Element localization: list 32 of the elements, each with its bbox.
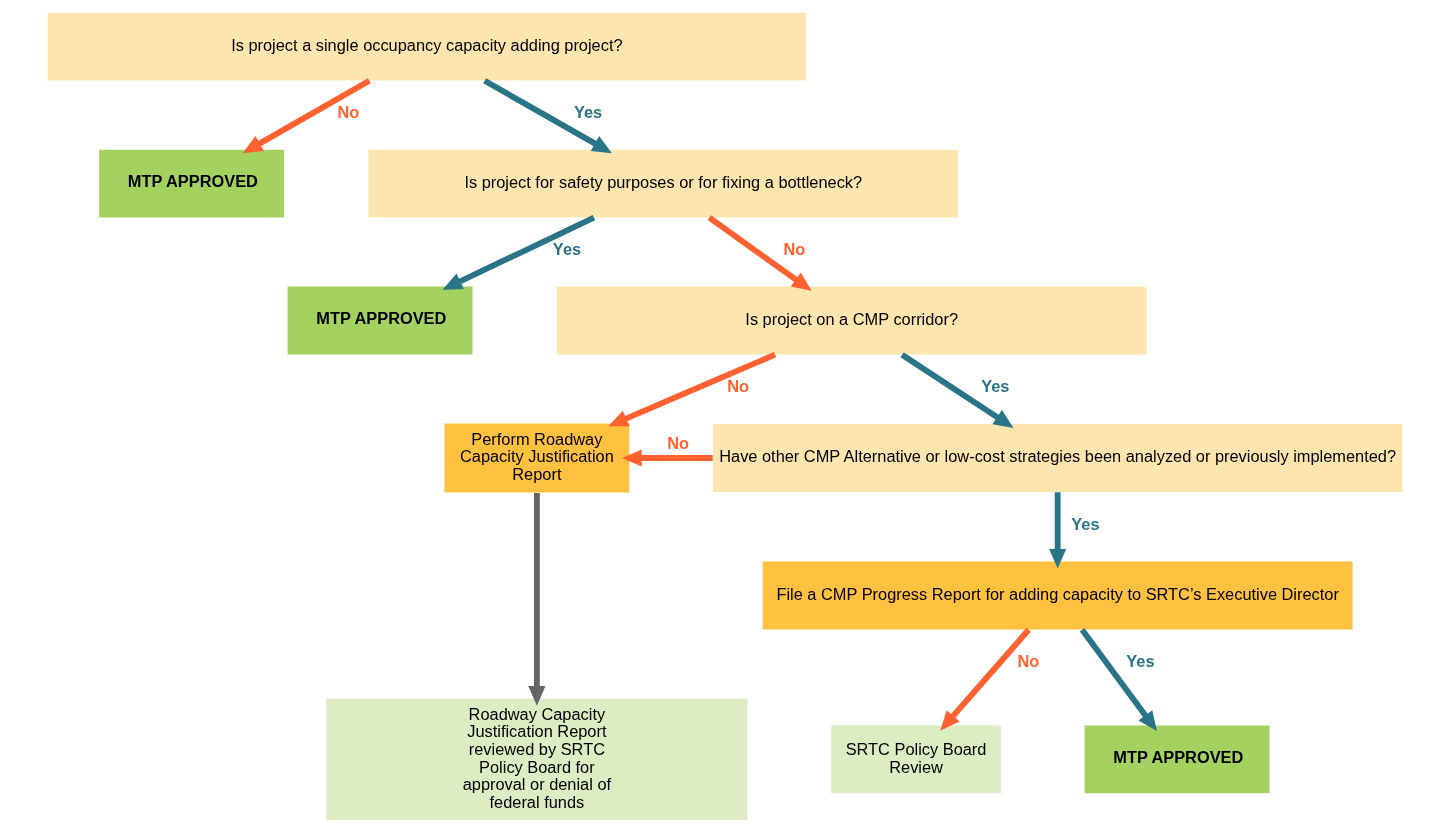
arrow xyxy=(242,78,371,154)
node-box: SRTC Policy Board Review xyxy=(831,725,1001,794)
arrow xyxy=(940,627,1031,731)
node-box: MTP APPROVED xyxy=(287,286,473,355)
arrow xyxy=(608,351,777,427)
node-box: MTP APPROVED xyxy=(99,149,285,218)
arrow xyxy=(1079,628,1157,732)
node-box: Perform Roadway Capacity Justification Report xyxy=(444,423,630,493)
node-box: File a CMP Progress Report for adding capacity to SRTC’s Executive Director xyxy=(762,561,1353,630)
node-box: MTP APPROVED xyxy=(1084,725,1270,794)
edge-label: Yes xyxy=(573,103,603,122)
node-box: Is project on a CMP corridor? xyxy=(556,286,1147,355)
edge-label: Yes xyxy=(1071,515,1100,534)
arrow xyxy=(900,352,1014,428)
edge-label: No xyxy=(337,103,360,122)
arrow xyxy=(622,449,713,467)
node-box: Is project a single occupancy capacity adding project? xyxy=(47,12,807,81)
edge-label: Yes xyxy=(981,377,1010,396)
edge-label: Yes xyxy=(552,240,582,259)
node-box: Roadway Capacity Justification Report reviewed by SRTC Policy Board for approval or denial of federal funds xyxy=(326,698,748,821)
arrow xyxy=(707,215,812,291)
edge-label: No xyxy=(727,377,750,396)
edge-label: No xyxy=(783,240,806,259)
arrow xyxy=(483,78,612,154)
node-box: Is project for safety purposes or for fixing a bottleneck? xyxy=(368,149,959,218)
node-box: Have other CMP Alternative or low-cost strategies been analyzed or previously implemented? xyxy=(713,424,1403,492)
arrow xyxy=(528,492,546,706)
arrow xyxy=(1049,492,1067,569)
edge-label: Yes xyxy=(1126,652,1155,671)
edge-label: No xyxy=(667,433,690,452)
edge-label: No xyxy=(1017,652,1040,671)
arrow xyxy=(442,215,596,290)
